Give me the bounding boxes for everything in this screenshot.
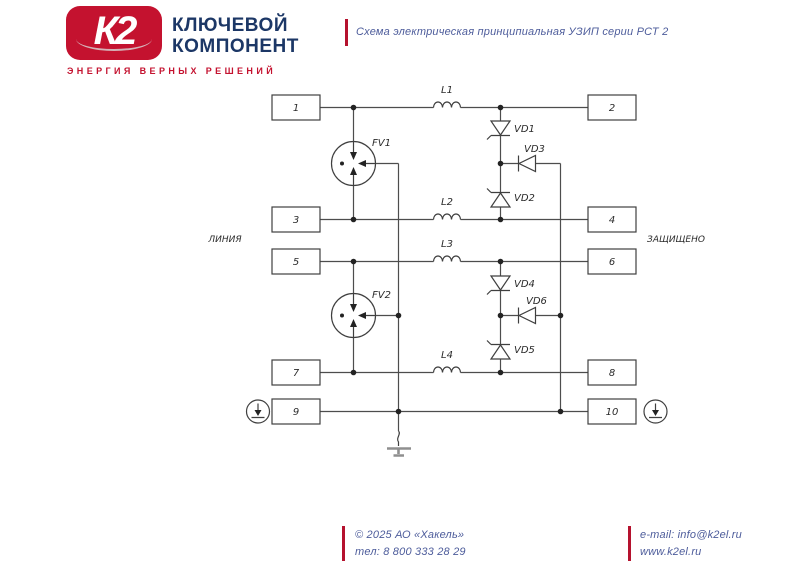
copyright-text: © 2025 АО «Хакель» [355,529,465,541]
inductor-L3: L3 [432,239,462,262]
company-name-line2: КОМПОНЕНТ [172,36,299,57]
diode-label: VD3 [524,144,545,155]
line-side-label: ЛИНИЯ [207,235,241,245]
arrester-FV2: FV2 [330,290,391,339]
protected-side-label: ЗАЩИЩЕНО [647,235,705,245]
arrester-FV1: FV1 [330,138,391,187]
terminal-label-5: 5 [293,257,299,268]
terminal-label-1: 1 [293,103,299,114]
terminal-boxes: 1 2 3 4 5 6 7 8 9 10 [271,94,637,425]
document-title: Схема электрическая принципиальная УЗИП … [356,26,669,38]
earth-circle-icon-right [643,399,668,424]
earth-circle-icon-left [245,399,271,424]
inductor-label: L1 [441,85,453,96]
inductor-L1: L1 [432,85,462,108]
wires [320,106,588,431]
terminal-label-7: 7 [293,368,300,379]
inductor-label: L3 [441,239,453,250]
inductor-L2: L2 [432,197,462,220]
k2-logo-swoosh-icon [76,39,152,51]
diode-VD6: VD6 [517,296,547,325]
company-name: КЛЮЧЕВОЙ КОМПОНЕНТ [172,15,299,57]
terminal-label-9: 9 [293,407,299,418]
company-name-line1: КЛЮЧЕВОЙ [172,15,288,36]
footer-copyright-block: © 2025 АО «Хакель» тел: 8 800 333 28 29 [355,527,466,561]
company-tagline: ЭНЕРГИЯ ВЕРНЫХ РЕШЕНИЙ [67,66,277,76]
inductor-L4: L4 [432,350,462,373]
footer-accent-bar-right [628,526,631,561]
diode-label: VD6 [526,296,547,307]
earth-ground-icon [387,430,411,457]
footer-contacts-block: e-mail: info@k2el.ru www.k2el.ru [640,527,742,561]
diode-label: VD2 [514,193,535,204]
inductor-label: L2 [441,197,453,208]
diode-VD3: VD3 [517,144,545,173]
title-accent-bar [345,19,348,46]
k2-logo-badge: К2 [66,6,162,60]
diode-VD4: VD4 [486,275,535,295]
arrester-label: FV2 [372,290,391,301]
diode-label: VD5 [514,345,535,356]
diode-VD2: VD2 [486,188,535,208]
diode-VD1: VD1 [486,120,535,140]
diode-VD5: VD5 [486,340,535,360]
terminal-label-2: 2 [609,103,615,114]
phone-text: тел: 8 800 333 28 29 [355,546,466,558]
email-link[interactable]: e-mail: info@k2el.ru [640,529,742,541]
terminal-label-10: 10 [606,407,619,418]
terminal-label-8: 8 [609,368,615,379]
terminal-label-3: 3 [293,215,299,226]
website-link[interactable]: www.k2el.ru [640,546,702,558]
diode-label: VD4 [514,279,535,290]
footer-accent-bar-center [342,526,345,561]
diode-label: VD1 [514,124,535,135]
terminal-label-4: 4 [609,215,615,226]
terminal-label-6: 6 [609,257,615,268]
inductor-label: L4 [441,350,453,361]
junction-dots [350,104,564,415]
arrester-label: FV1 [372,138,391,149]
